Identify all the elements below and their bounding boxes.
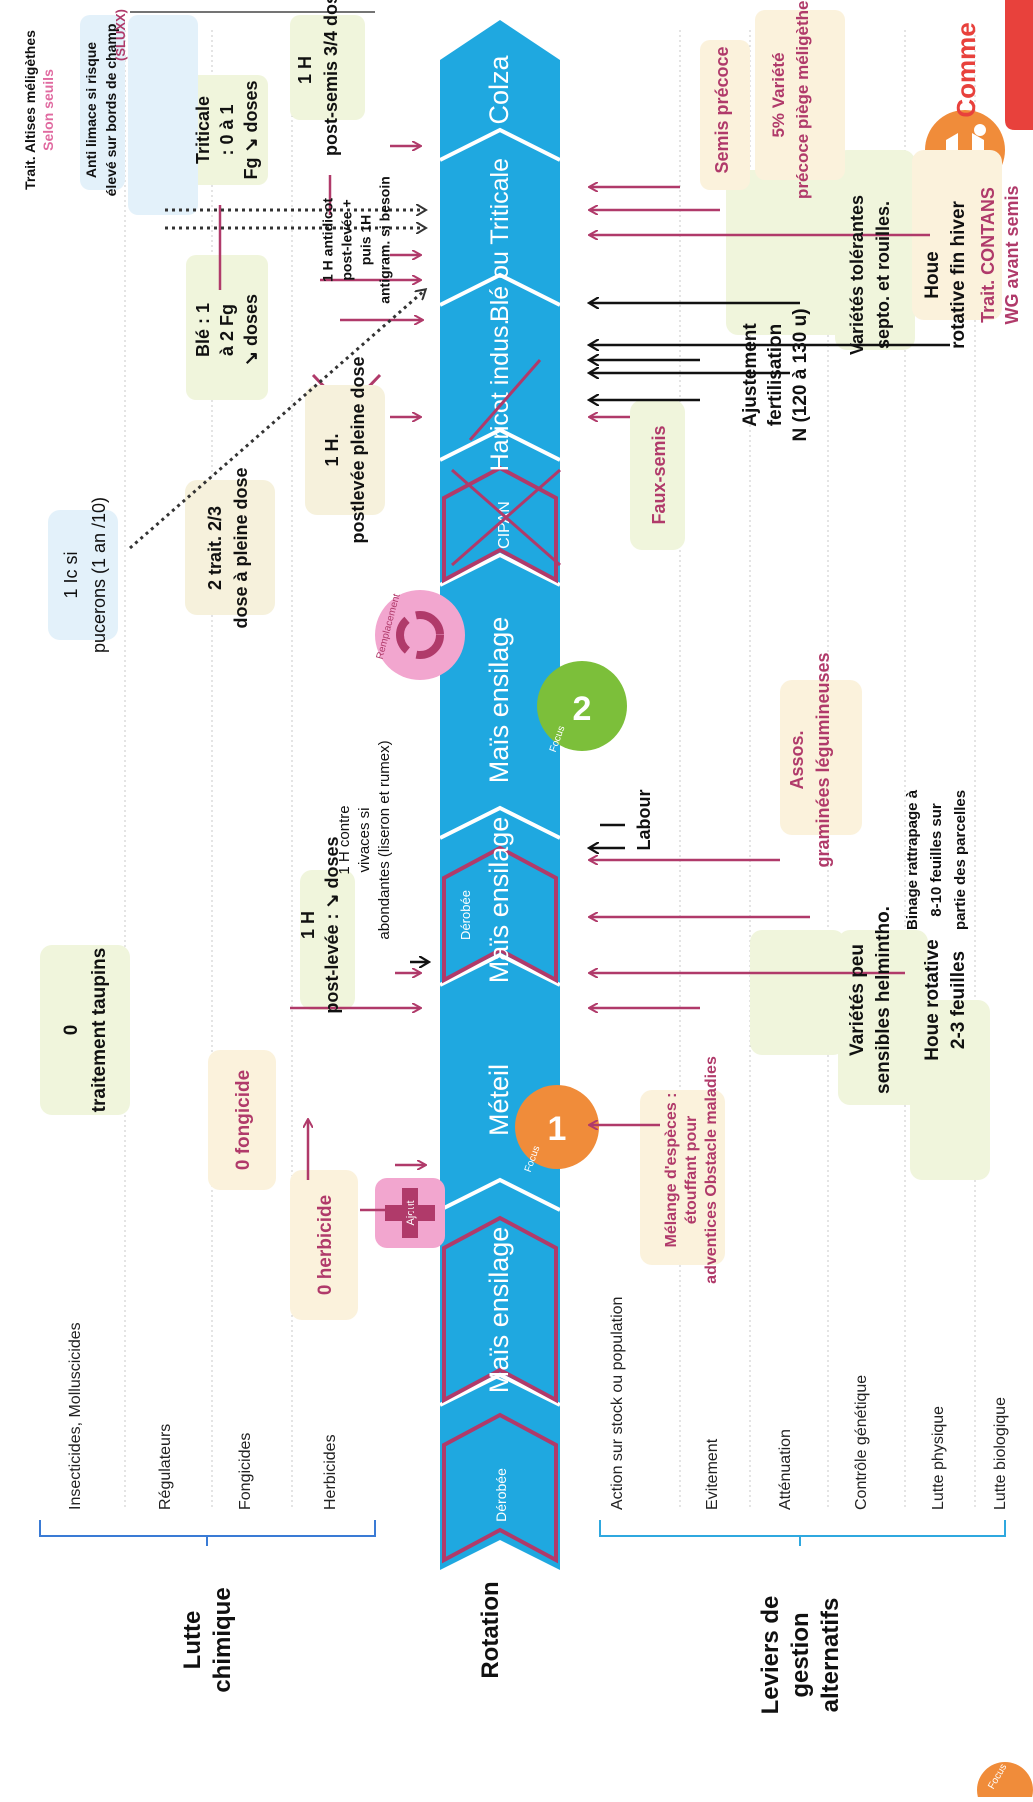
crop-meteil: Méteil <box>484 1064 514 1136</box>
svg-text:2: 2 <box>573 690 592 728</box>
crop-colza: Colza <box>484 55 514 125</box>
note-sluxx: (SLUXX) <box>113 9 128 61</box>
svg-text:1: 1 <box>548 1110 567 1148</box>
row-genetic: Contrôle génétique <box>853 1375 870 1510</box>
note-faux-semis: Faux-semis <box>649 425 669 524</box>
row-evitement: Evitement <box>704 1438 721 1510</box>
row-regulators: Régulateurs <box>157 1424 174 1510</box>
row-insecticides: Insecticides, Molluscicides <box>67 1322 84 1510</box>
comment-tab: Comme <box>951 0 1033 130</box>
focus-corner-badge: Focus <box>977 1762 1033 1802</box>
note-h-postlevee-pleine: 1 H.postlevée pleine dose <box>322 356 368 543</box>
focus-1-badge: 1 Focus <box>515 1085 599 1174</box>
row-herbicides: Herbicides <box>322 1434 339 1510</box>
note-zero-herbicide: 0 herbicide <box>315 1195 336 1295</box>
note-assos: Assos.graminées légumineuses <box>787 652 833 867</box>
remplacement-badge: Remplacement <box>375 590 465 680</box>
chemical-bracket <box>39 1520 376 1537</box>
note-zero-fongicide: 0 fongicide <box>233 1070 254 1170</box>
magenta-arrows <box>218 146 930 1210</box>
note-labour: Labour <box>634 790 654 851</box>
svg-text:Comme: Comme <box>951 22 981 117</box>
row-attenuation: Atténuation <box>777 1429 794 1510</box>
note-altises: Trait. Altises méligèthes <box>22 30 38 190</box>
highlights <box>40 10 1002 1320</box>
note-selon-seuils: Selon seuils <box>40 69 56 151</box>
row-physical: Lutte physique <box>930 1406 947 1510</box>
svg-text:Ajout: Ajout <box>405 1200 417 1225</box>
crop-mais-1: Maïs ensilage <box>484 1227 514 1394</box>
dotted-arrows <box>129 210 425 550</box>
rotation-band <box>439 20 561 1570</box>
ajout-badge: Ajout <box>375 1178 445 1248</box>
crop-mais-3: Maïs ensilage <box>484 617 514 784</box>
focus-2-badge: 2 Focus <box>537 661 627 754</box>
crop-mais-2: Maïs ensilage <box>484 817 514 984</box>
levers-bracket <box>599 1520 1006 1537</box>
row-biological: Lutte biologique <box>992 1397 1009 1510</box>
group-label-rotation: Rotation <box>477 1581 504 1678</box>
crop-ble: Blé ou Triticale <box>486 158 514 322</box>
note-semis-precoce: Semis précoce <box>712 46 732 173</box>
crop-derobee-1: Dérobée <box>493 1468 509 1522</box>
row-fungicides: Fongicides <box>237 1433 254 1510</box>
crop-derobee-2: Dérobée <box>458 890 473 940</box>
black-arrows <box>410 303 950 962</box>
row-stock: Action sur stock ou population <box>609 1297 626 1510</box>
